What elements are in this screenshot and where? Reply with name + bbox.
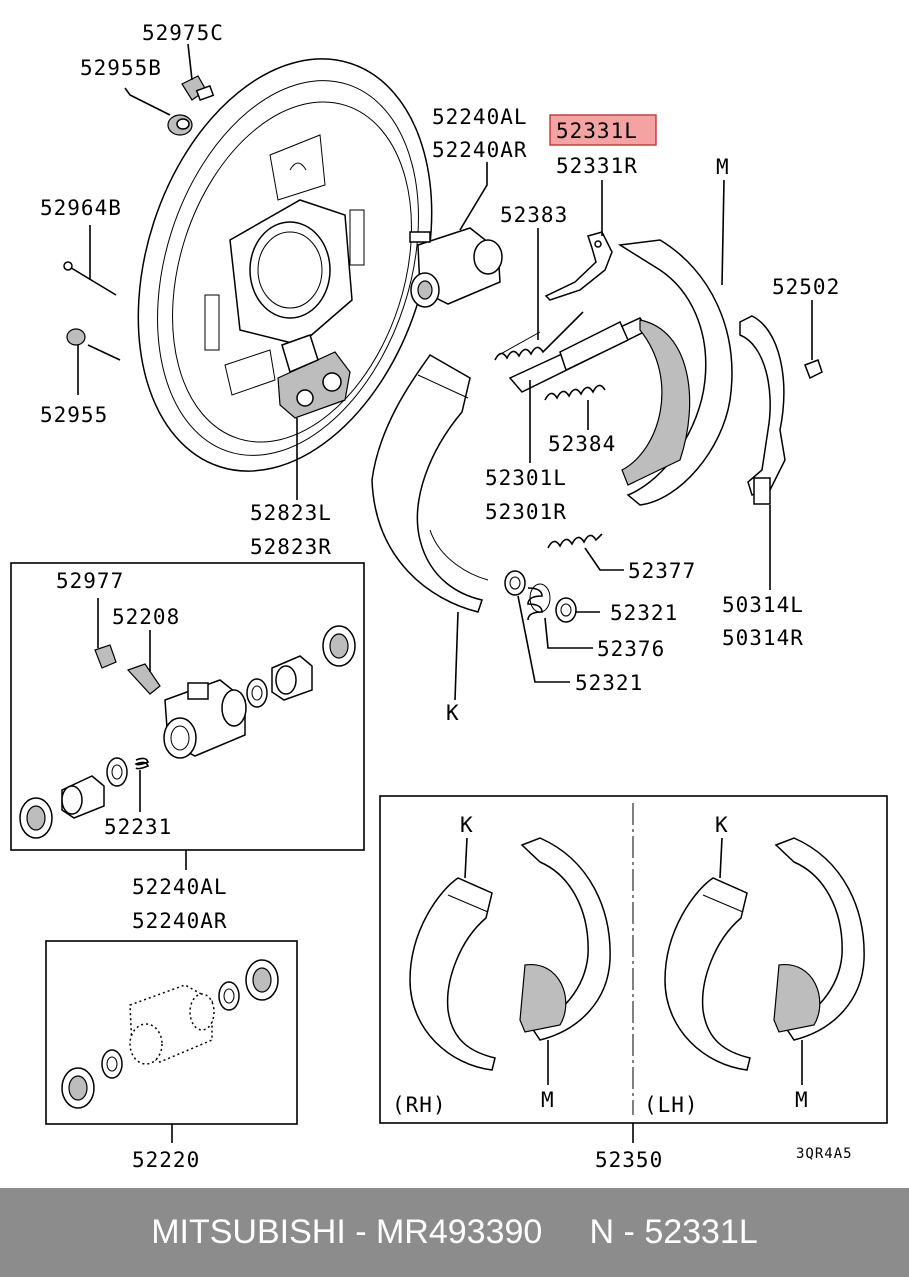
label-52220: 52220 xyxy=(132,1148,200,1172)
label-52955b: 52955B xyxy=(80,56,162,80)
label-52321-right: 52321 xyxy=(610,601,678,625)
cap-52955b xyxy=(167,114,193,136)
footer-part-number: MITSUBISHI - MR493390 N - 52331L xyxy=(151,1213,758,1251)
spring-52384 xyxy=(544,384,606,401)
backing-plate xyxy=(137,58,433,472)
wheel-cylinder-top xyxy=(409,227,503,308)
label-52301r: 52301R xyxy=(485,500,567,524)
label-52376: 52376 xyxy=(597,637,665,661)
label-k-main: K xyxy=(446,701,460,725)
plug-52955 xyxy=(66,328,86,346)
label-52350: 52350 xyxy=(595,1148,663,1172)
footer-bar: MITSUBISHI - MR493390 N - 52331L xyxy=(0,1188,909,1277)
label-52383: 52383 xyxy=(500,203,568,227)
bleeder-52975c xyxy=(181,75,215,102)
label-52331l: 52331L xyxy=(556,119,638,143)
label-m-rh: M xyxy=(541,1088,555,1112)
lever-52331 xyxy=(544,231,613,301)
label-50314l: 50314L xyxy=(722,593,804,617)
label-52301l: 52301L xyxy=(485,466,567,490)
label-52240al-top: 52240AL xyxy=(432,105,528,129)
label-52977: 52977 xyxy=(56,569,124,593)
label-52231: 52231 xyxy=(104,815,172,839)
label-52502: 52502 xyxy=(772,275,840,299)
label-diagram-code: 3QR4A5 xyxy=(796,1146,853,1162)
label-m-top: M xyxy=(716,155,730,179)
wheel-cylinder-exploded-box xyxy=(10,562,365,851)
highlight-52331l xyxy=(549,114,657,146)
washer-52321-lower xyxy=(504,570,526,596)
label-50314r: 50314R xyxy=(722,626,804,650)
spring-52383 xyxy=(494,311,584,361)
brake-shoe-m xyxy=(617,239,733,506)
shoe-set-box xyxy=(379,795,888,1124)
label-52964b: 52964B xyxy=(40,196,122,220)
spring-52377 xyxy=(547,533,603,549)
label-k-lh: K xyxy=(715,813,729,837)
label-52975c: 52975C xyxy=(142,21,224,45)
pin-52964b xyxy=(63,261,117,296)
label-52955: 52955 xyxy=(40,403,108,427)
clip-52502 xyxy=(804,359,823,380)
label-52331r: 52331R xyxy=(556,154,638,178)
label-m-lh: M xyxy=(795,1088,809,1112)
label-k-rh: K xyxy=(460,813,474,837)
label-lh: (LH) xyxy=(644,1093,699,1117)
brake-shoe-k xyxy=(371,354,489,613)
label-52377: 52377 xyxy=(628,559,696,583)
label-52823l: 52823L xyxy=(250,501,332,525)
leader-lines xyxy=(77,43,813,1143)
label-52240ar-mid: 52240AR xyxy=(132,909,228,933)
label-52823r: 52823R xyxy=(250,535,332,559)
label-52384: 52384 xyxy=(548,432,616,456)
cylinder-kit-box xyxy=(45,940,298,1125)
part-labels: 52975C 52955B 52964B 52955 52823L 52823R… xyxy=(40,21,853,1172)
spring-52376 xyxy=(527,583,551,621)
label-52240ar-top: 52240AR xyxy=(432,138,528,162)
parts-diagram: 52975C 52955B 52964B 52955 52823L 52823R… xyxy=(10,21,888,1172)
parking-lever-50314 xyxy=(739,315,786,505)
label-rh: (RH) xyxy=(392,1093,447,1117)
washer-52321-right xyxy=(555,597,577,623)
label-52208: 52208 xyxy=(112,605,180,629)
label-52321-lower: 52321 xyxy=(575,671,643,695)
label-52240al-mid: 52240AL xyxy=(132,875,228,899)
